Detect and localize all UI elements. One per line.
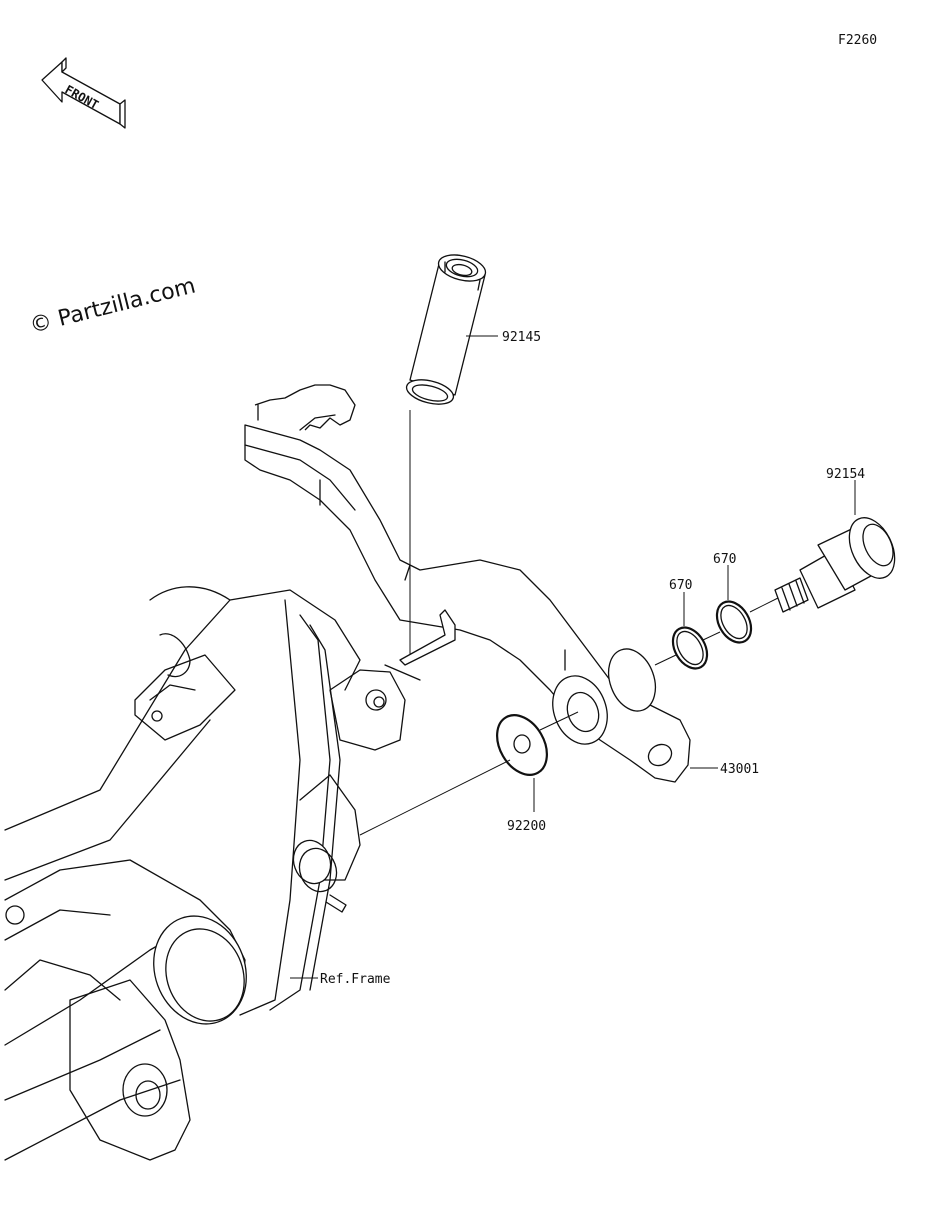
spring-92145[interactable] bbox=[404, 251, 488, 409]
label-92145[interactable]: 92145 bbox=[502, 330, 541, 345]
washer-92200[interactable] bbox=[487, 706, 557, 783]
callout-92200: 92200 bbox=[507, 778, 546, 834]
label-43001[interactable]: 43001 bbox=[720, 762, 759, 777]
callout-92154: 92154 bbox=[826, 467, 865, 515]
oring-670-inner[interactable] bbox=[666, 621, 714, 674]
label-670-inner[interactable]: 670 bbox=[669, 578, 692, 593]
label-ref-frame[interactable]: Ref.Frame bbox=[320, 972, 391, 987]
label-92154[interactable]: 92154 bbox=[826, 467, 865, 482]
callout-92145: 92145 bbox=[466, 330, 541, 345]
assembly-guides bbox=[359, 410, 779, 836]
diagram-code: F2260 bbox=[838, 33, 877, 48]
callout-670-inner: 670 bbox=[669, 578, 692, 626]
label-670-outer[interactable]: 670 bbox=[713, 552, 736, 567]
callout-ref-frame: Ref.Frame bbox=[290, 972, 391, 987]
front-arrow-icon: FRONT bbox=[41, 57, 126, 129]
watermark: © Partzilla.com bbox=[27, 273, 198, 338]
brake-pedal-43001[interactable] bbox=[244, 384, 691, 783]
callout-670-outer: 670 bbox=[713, 552, 736, 600]
oring-670-outer[interactable] bbox=[710, 595, 758, 648]
label-92200[interactable]: 92200 bbox=[507, 819, 546, 834]
frame-drawing bbox=[4, 586, 421, 1161]
bolt-92154[interactable] bbox=[774, 511, 904, 613]
callout-43001: 43001 bbox=[690, 762, 759, 777]
